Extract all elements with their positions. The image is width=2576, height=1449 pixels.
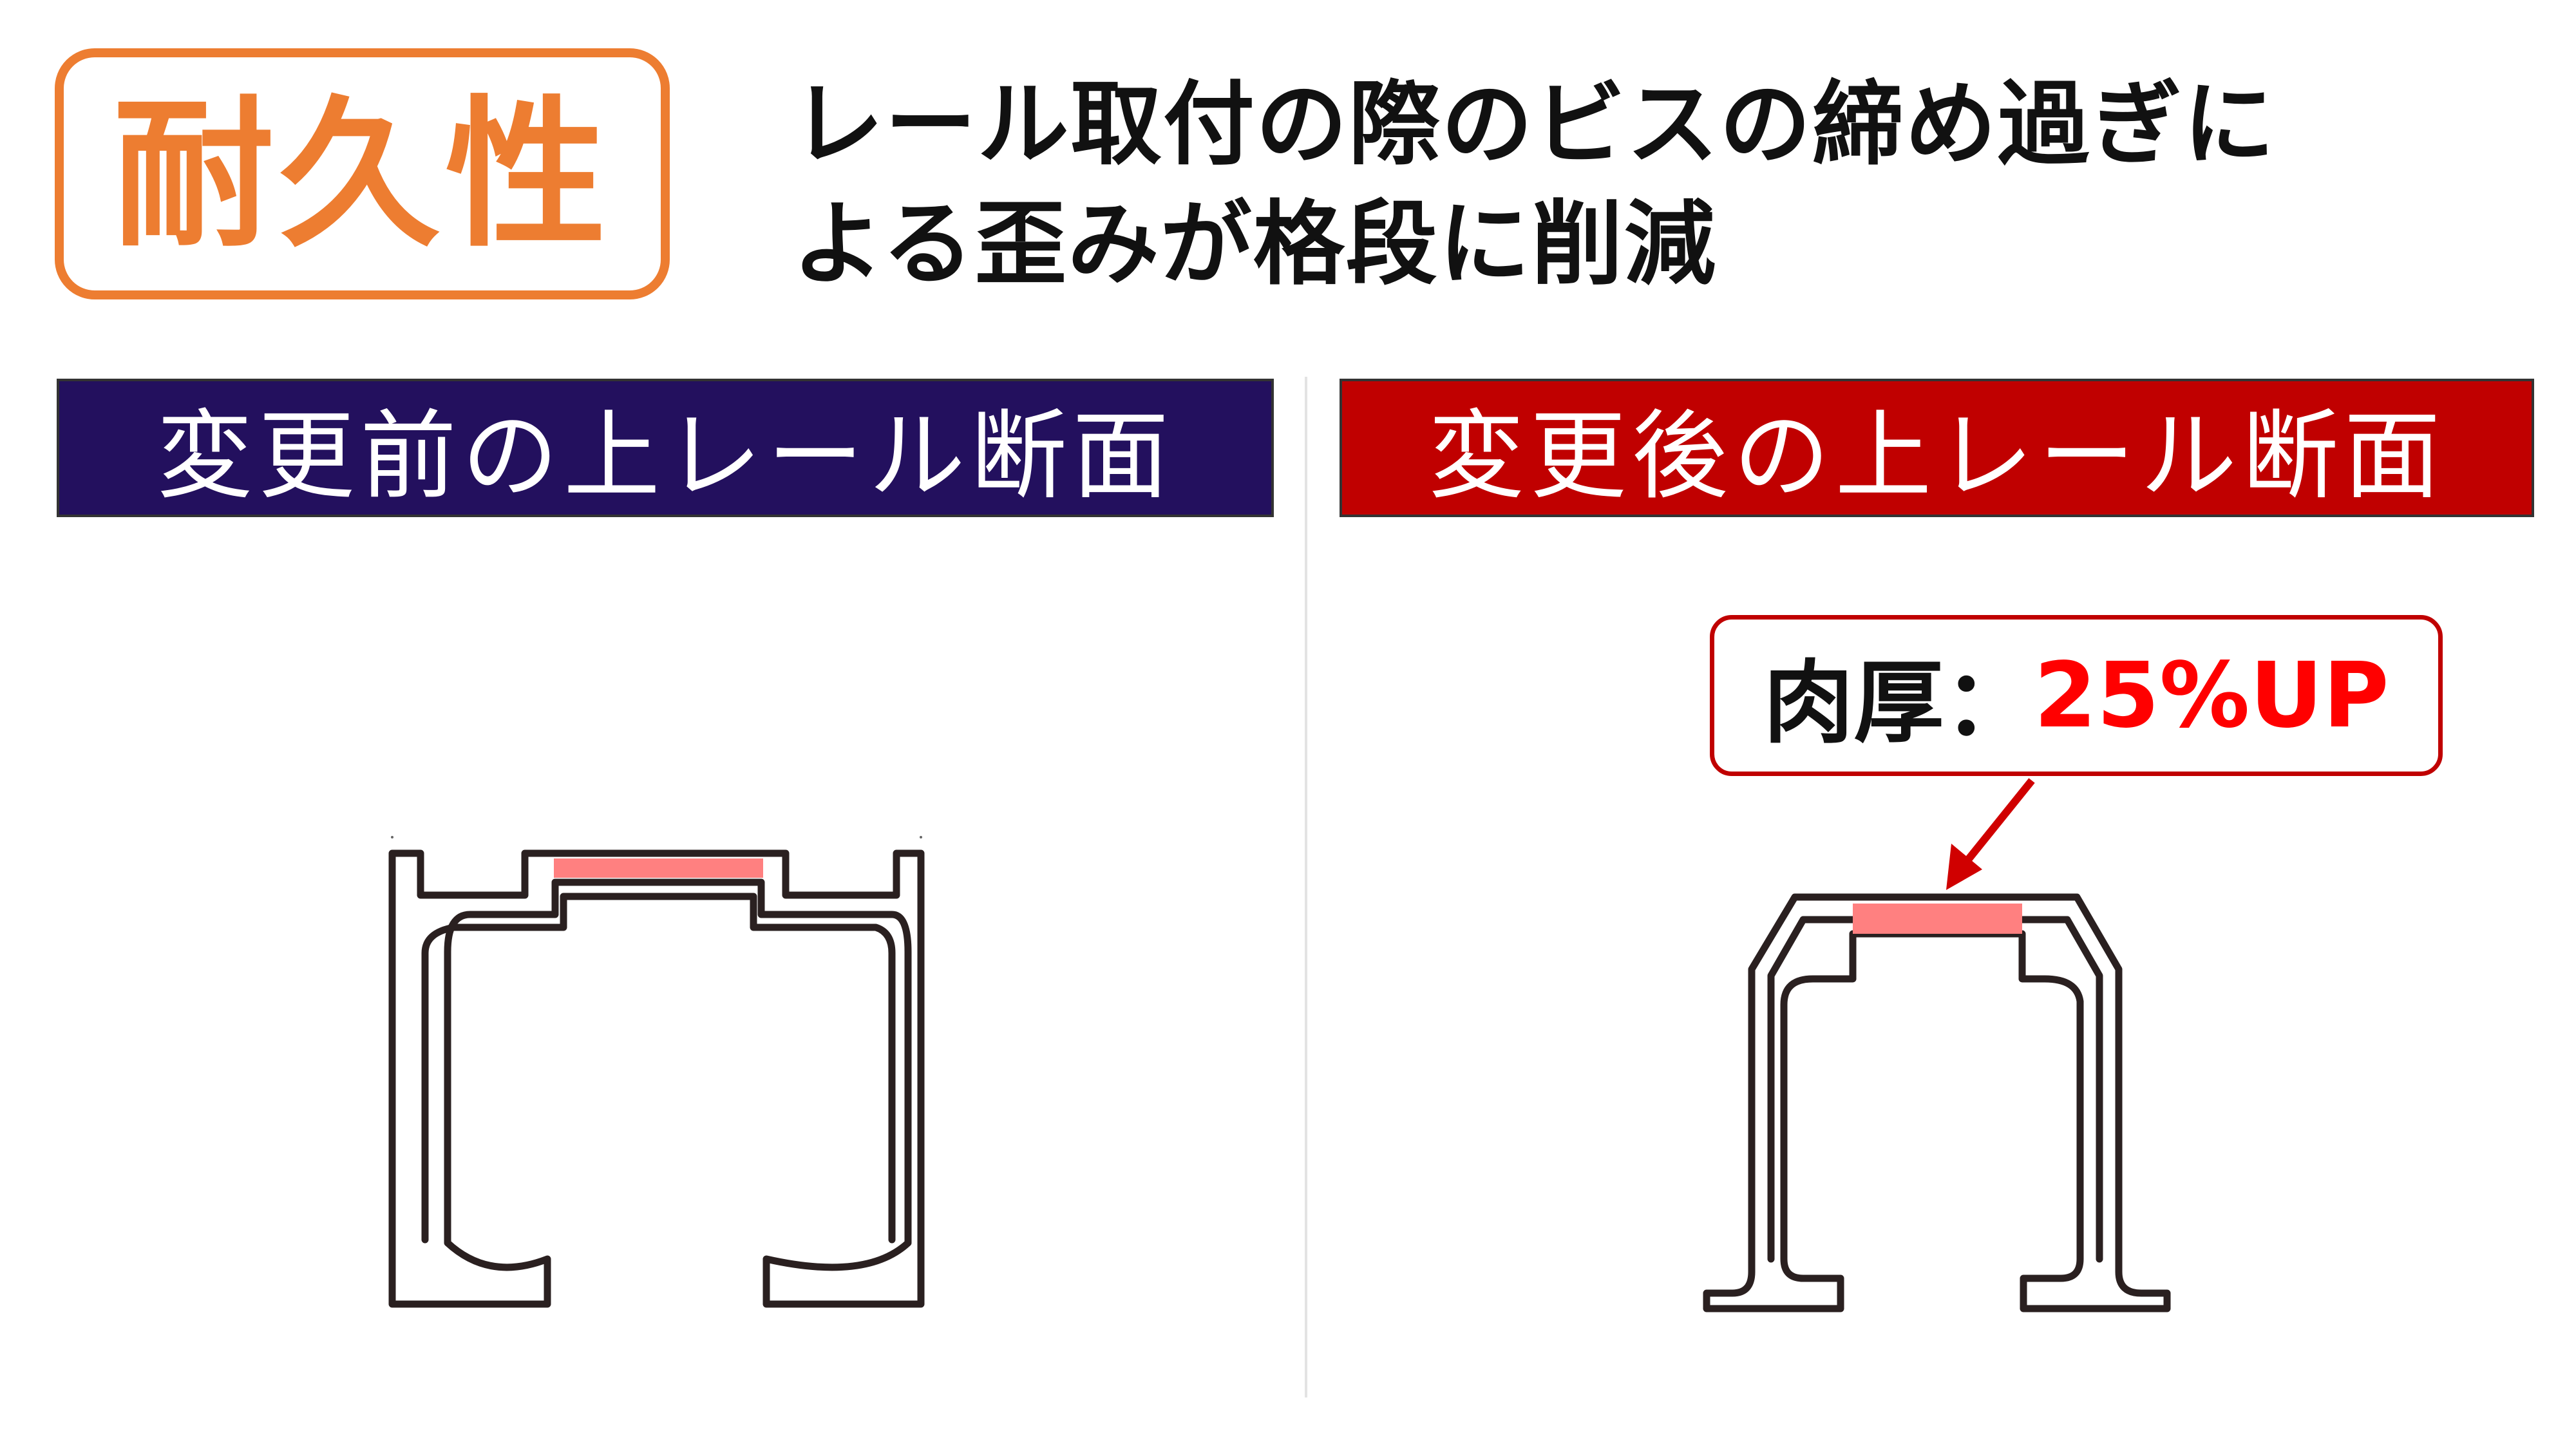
headline: レール取付の際のビスの締め過ぎに よる歪みが格段に削減 — [792, 64, 2531, 304]
before-panel-title: 変更前の上レール断面 — [156, 401, 1174, 513]
callout-arrow — [1946, 778, 2035, 890]
headline-line-1: レール取付の際のビスの締め過ぎに — [792, 71, 2276, 178]
durability-badge: 耐久性 — [55, 48, 670, 299]
after-panel-title: 変更後の上レール断面 — [1428, 401, 2446, 513]
before-corner-mark-right — [920, 836, 922, 838]
before-corner-mark-left — [391, 836, 393, 838]
headline-line-2: よる歪みが格段に削減 — [792, 191, 1717, 298]
thickness-callout: 肉厚： 25%UP — [1710, 615, 2443, 776]
callout-label: 肉厚： — [1763, 651, 2034, 756]
callout-value: 25%UP — [2034, 643, 2389, 748]
panel-divider — [1305, 377, 1307, 1397]
before-panel-header: 変更前の上レール断面 — [57, 379, 1274, 517]
badge-text: 耐久性 — [113, 79, 612, 269]
after-panel-header: 変更後の上レール断面 — [1340, 379, 2534, 517]
after-rail-profile — [1703, 893, 2171, 1312]
before-rail-profile — [388, 849, 925, 1308]
after-thickness-highlight — [1853, 904, 2022, 934]
before-thickness-highlight — [554, 858, 763, 878]
